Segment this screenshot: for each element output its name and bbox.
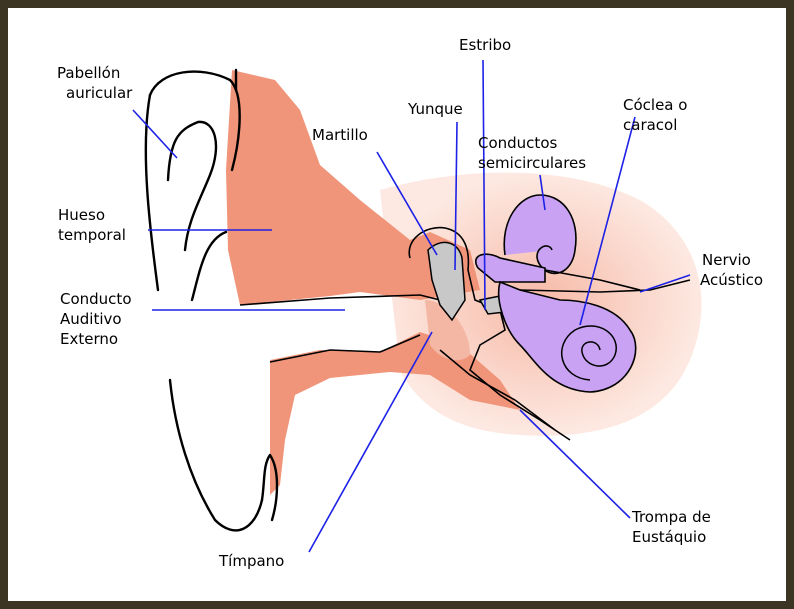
label-coclea-2: caracol	[623, 116, 677, 134]
label-hueso-1: Hueso	[58, 206, 105, 224]
pinna-concha	[192, 232, 226, 300]
label-trompa-2: Eustáquio	[632, 528, 706, 546]
label-pabellon-1: Pabellón	[57, 64, 120, 82]
label-nervio-1: Nervio	[702, 251, 751, 269]
label-conducto-3: Externo	[60, 330, 118, 348]
label-pabellon-2: auricular	[66, 84, 133, 102]
pinna-outer	[146, 95, 158, 290]
label-coclea-1: Cóclea o	[623, 96, 687, 114]
label-yunque: Yunque	[407, 100, 463, 118]
label-timpano: Tímpano	[218, 552, 284, 570]
label-trompa-1: Trompa de	[631, 508, 711, 526]
label-nervio-2: Acústico	[700, 271, 763, 289]
label-martillo: Martillo	[312, 126, 368, 144]
label-semicirculares-2: semicirculares	[478, 154, 586, 172]
pinna-lobe	[170, 380, 262, 530]
label-hueso-2: temporal	[58, 226, 126, 244]
pinna-helix	[150, 72, 240, 170]
leader-pabellon	[133, 110, 177, 158]
label-conducto-1: Conducto	[60, 290, 132, 308]
label-semicirculares-1: Conductos	[478, 134, 557, 152]
label-conducto-2: Auditivo	[60, 310, 122, 328]
label-estribo: Estribo	[459, 36, 511, 54]
